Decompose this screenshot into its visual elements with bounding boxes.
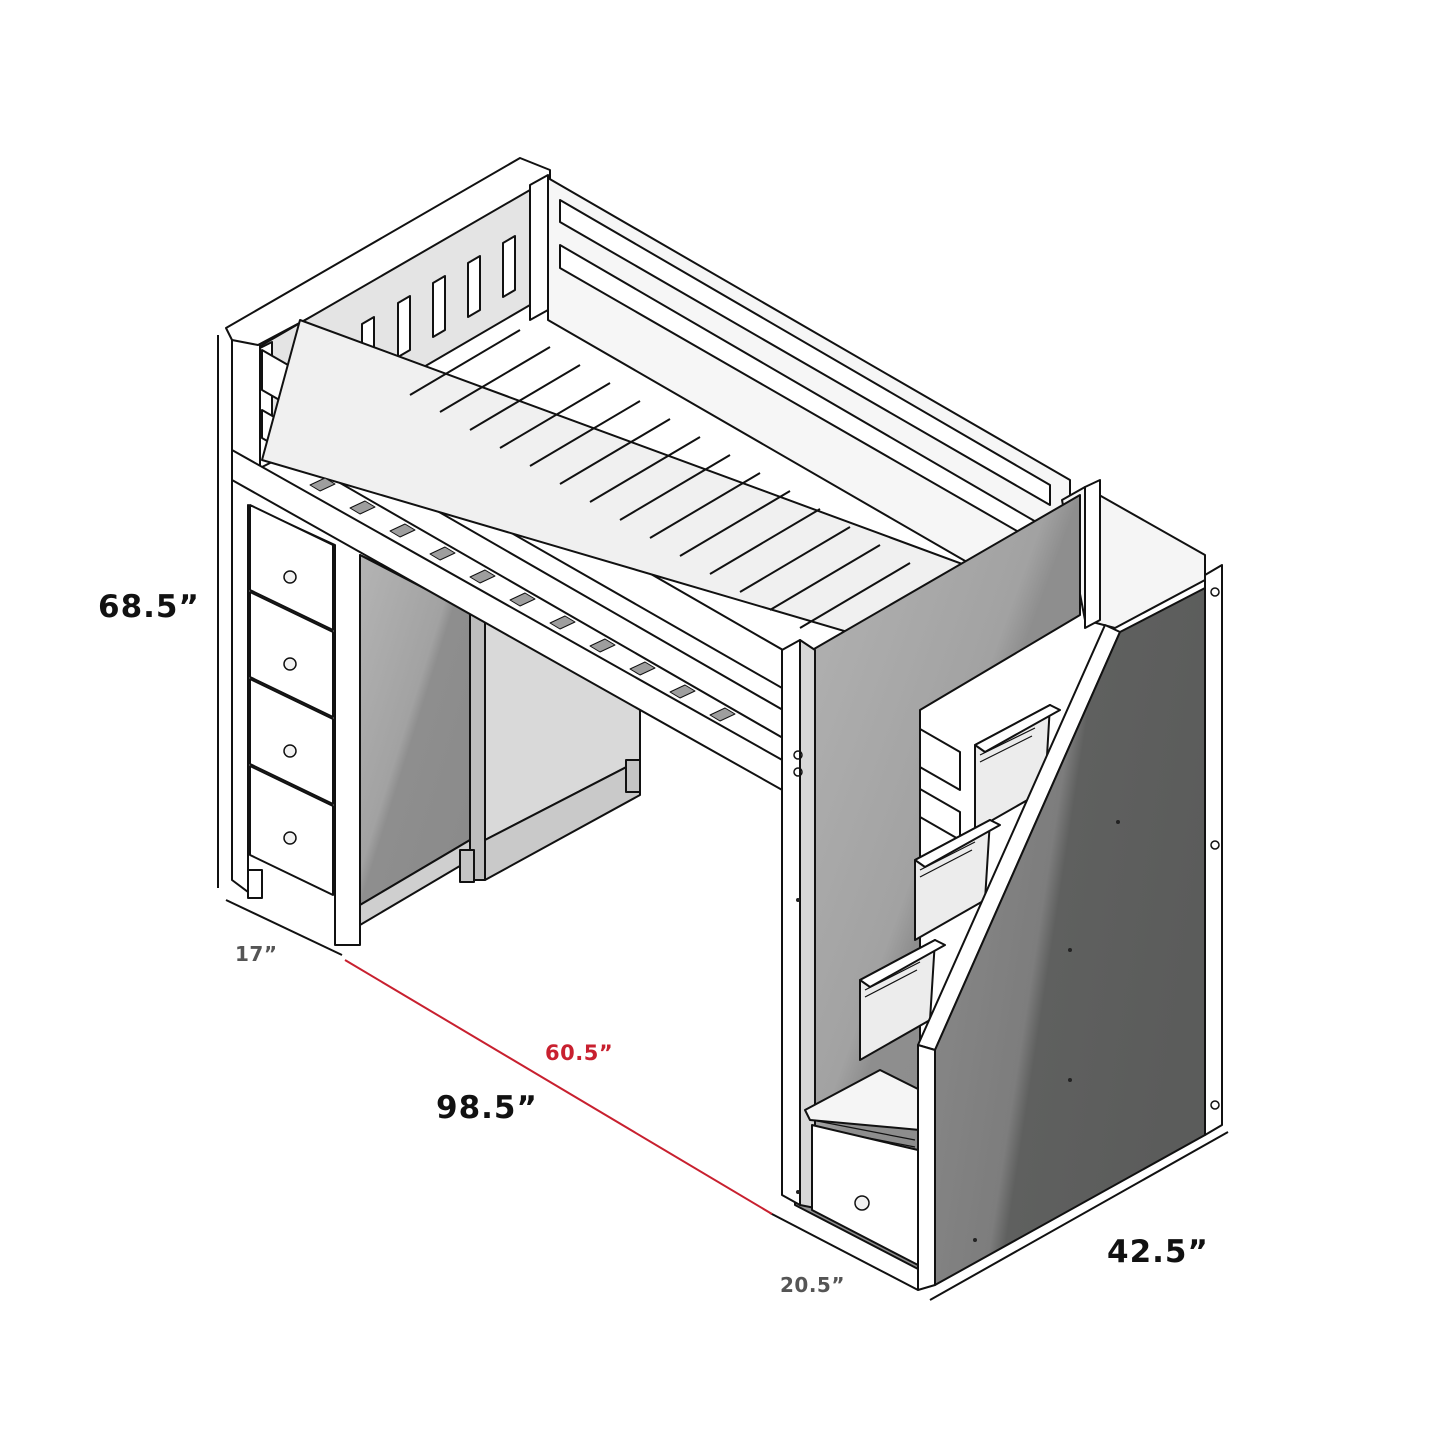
- drawer-knobs: [283, 570, 297, 845]
- inner-length-dimension-label: 60.5”: [545, 1041, 614, 1065]
- dresser-drawer-list: [249, 504, 334, 896]
- stair-unit: [781, 479, 1223, 1291]
- front-post: [781, 639, 801, 1206]
- screw-holes: [793, 587, 1220, 1110]
- stair-corner-post: [1204, 564, 1223, 1136]
- dresser-depth-dimension-label: 17”: [235, 942, 278, 966]
- stair-depth-dimension-label: 20.5”: [780, 1273, 845, 1297]
- dresser-drawer-1[interactable]: [249, 504, 334, 631]
- rail-cutouts: [309, 477, 736, 722]
- knob-icon: [854, 1195, 870, 1211]
- dresser-depth-dim-line: [225, 899, 343, 956]
- knob-icon: [283, 831, 297, 845]
- dresser-drawer-4[interactable]: [249, 765, 334, 896]
- inner-length-dim-line: [344, 959, 773, 1215]
- width-dim-line: [929, 1131, 1229, 1301]
- dresser-drawer-2[interactable]: [249, 591, 334, 718]
- knob-icon: [283, 570, 297, 584]
- height-dimension-label: 68.5”: [98, 589, 200, 625]
- dimension-lines: [217, 335, 1229, 1301]
- dresser-drawer-3[interactable]: [249, 678, 334, 805]
- length-dimension-label: 98.5”: [436, 1090, 538, 1126]
- width-dimension-label: 42.5”: [1107, 1234, 1209, 1270]
- knob-icon: [283, 744, 297, 758]
- knob-icon: [283, 657, 297, 671]
- bolt-dots: [796, 820, 1120, 1242]
- stair-depth-dim-line: [769, 1212, 919, 1291]
